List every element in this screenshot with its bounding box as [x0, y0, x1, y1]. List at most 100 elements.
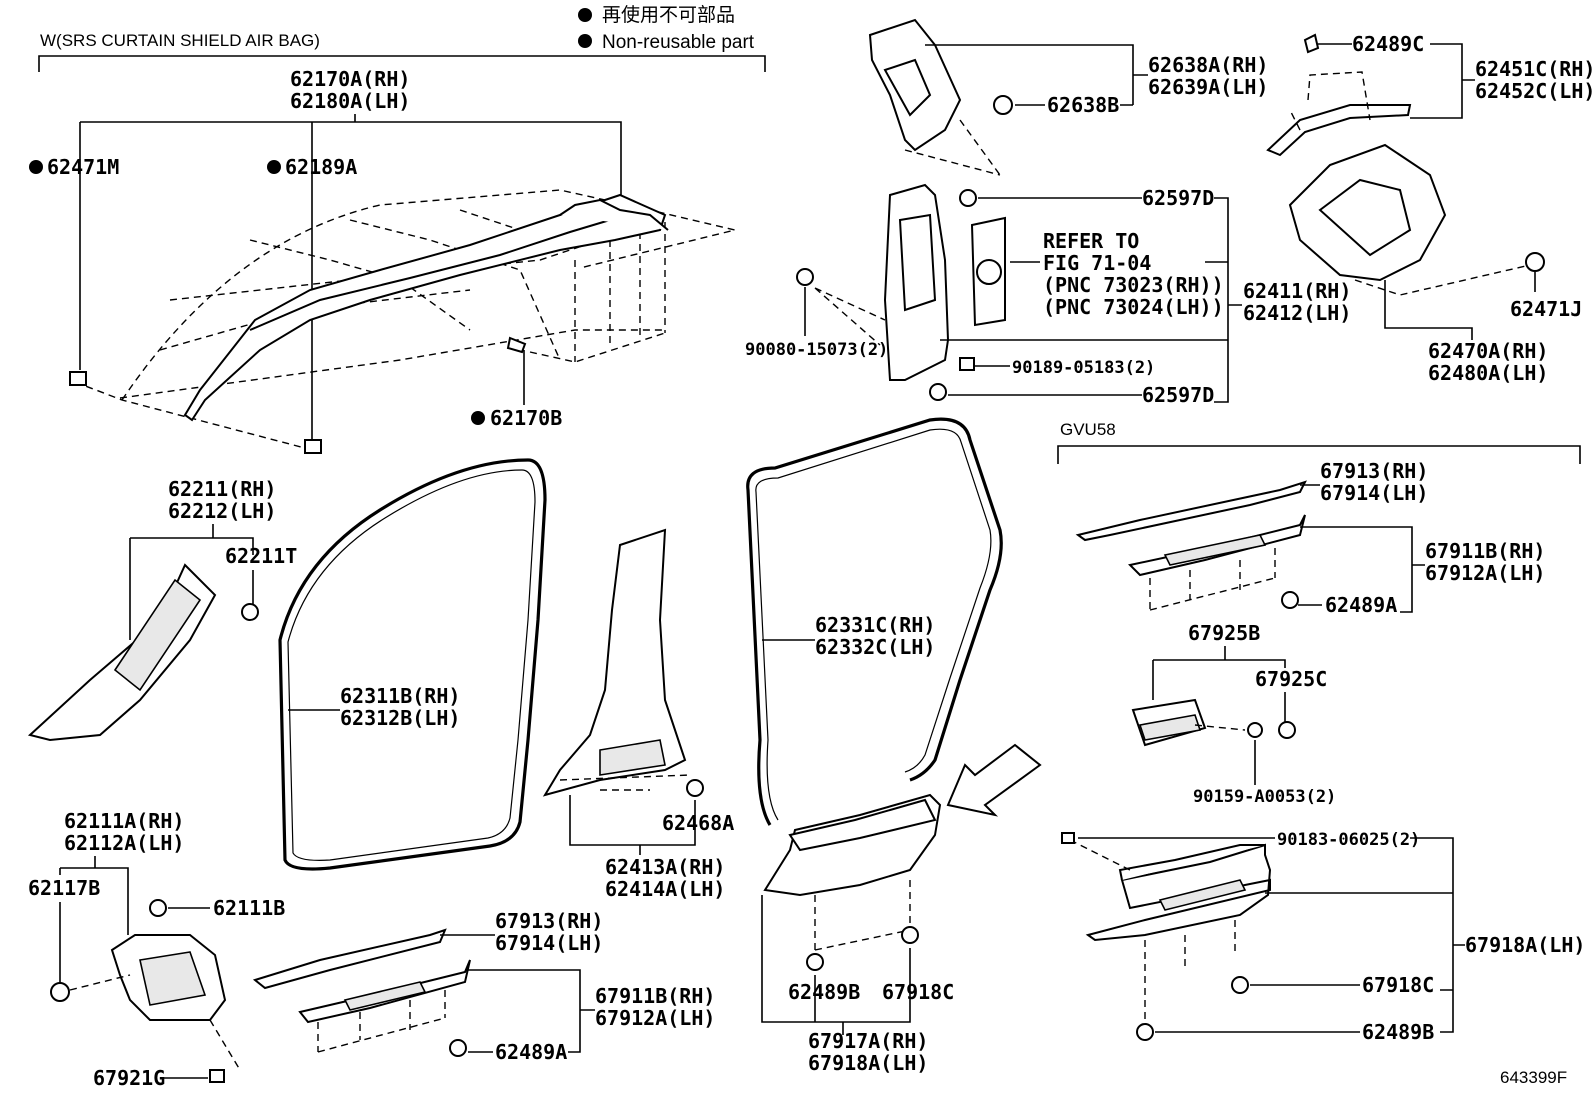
leader-67917A	[761, 895, 911, 1035]
direction-arrow	[946, 743, 1042, 817]
label-67912A-lh-r: 67912A(LH)	[1425, 561, 1545, 585]
label-67917A-rh: 67917A(RH)	[808, 1029, 928, 1053]
legend-jp: 再使用不可部品	[602, 4, 735, 26]
section-airbag-bracket	[38, 55, 766, 72]
kick-panel-drawing	[50, 899, 241, 1083]
legend-en: Non-reusable part	[602, 32, 755, 53]
label-62489A-r: 62489A	[1325, 593, 1397, 617]
label-62471J: 62471J	[1510, 297, 1582, 321]
label-refer-3: (PNC 73023(RH))	[1043, 273, 1224, 297]
label-62489A-l: 62489A	[495, 1040, 567, 1064]
label-90189: 90189-05183(2)	[1012, 358, 1155, 378]
leader-62170A	[79, 114, 622, 445]
leader-62638A	[925, 44, 1148, 105]
label-62414A-lh: 62414A(LH)	[605, 877, 725, 901]
label-67914-lh-l: 67914(LH)	[495, 931, 603, 955]
scuff-plate-right-drawing	[1075, 480, 1307, 611]
label-90183: 90183-06025(2)	[1277, 830, 1420, 850]
legend-bullet-en	[578, 34, 592, 48]
label-67911B-rh-l: 67911B(RH)	[595, 984, 715, 1008]
leader-67911B-l	[465, 969, 595, 1053]
leader-62211	[129, 524, 254, 640]
label-62331C-rh: 62331C(RH)	[815, 613, 935, 637]
label-62180A-lh: 62180A(LH)	[290, 89, 410, 113]
label-62312B-lh: 62312B(LH)	[340, 706, 460, 730]
label-67918C-c: 67918C	[882, 980, 954, 1004]
center-pillar-lower-trim-drawing	[542, 528, 704, 797]
leader-67925B	[1152, 646, 1286, 700]
label-67911B-rh-r: 67911B(RH)	[1425, 539, 1545, 563]
label-62211-rh: 62211(RH)	[168, 477, 276, 501]
pillar-trim-62638A-drawing	[868, 18, 1013, 176]
leader-62411	[940, 197, 1242, 403]
label-67918C-r: 67918C	[1362, 973, 1434, 997]
label-62111B: 62111B	[213, 896, 285, 920]
label-90080: 90080-15073(2)	[745, 340, 888, 360]
label-67918A-lh-r: 67918A(LH)	[1465, 933, 1585, 957]
rear-scuff-plate-center-drawing	[763, 793, 942, 971]
label-refer-2: FIG 71-04	[1043, 251, 1151, 275]
label-67925B: 67925B	[1188, 621, 1260, 645]
label-67925C: 67925C	[1255, 667, 1327, 691]
section-airbag-title: W(SRS CURTAIN SHIELD AIR BAG)	[40, 31, 320, 50]
label-62489C: 62489C	[1352, 32, 1424, 56]
label-62211T: 62211T	[225, 544, 297, 568]
nonreusable-bullet-62170B	[471, 411, 485, 425]
figure-id: 643399F	[1500, 1068, 1567, 1087]
leader-67918A-r	[1265, 837, 1465, 1033]
label-62170B: 62170B	[490, 406, 562, 430]
label-62471M: 62471M	[47, 155, 119, 179]
leader-62111A	[59, 856, 129, 935]
label-62597D-bot: 62597D	[1142, 383, 1214, 407]
leader-62451C	[1410, 43, 1475, 119]
label-62117B: 62117B	[28, 876, 100, 900]
label-62480A-lh: 62480A(LH)	[1428, 361, 1548, 385]
label-67914-lh-r: 67914(LH)	[1320, 481, 1428, 505]
label-62212-lh: 62212(LH)	[168, 499, 276, 523]
bracket-67925B-drawing	[1131, 698, 1296, 747]
label-62311B-rh: 62311B(RH)	[340, 684, 460, 708]
label-67921G: 67921G	[93, 1066, 165, 1090]
label-62189A: 62189A	[285, 155, 357, 179]
label-refer-1: REFER TO	[1043, 229, 1139, 253]
label-62489B-c: 62489B	[788, 980, 860, 1004]
quarter-trim-62451C-drawing	[1266, 33, 1545, 296]
label-62468A: 62468A	[662, 811, 734, 835]
label-62112A-lh: 62112A(LH)	[64, 831, 184, 855]
label-62111A-rh: 62111A(RH)	[64, 809, 184, 833]
label-62411-rh: 62411(RH)	[1243, 279, 1351, 303]
leader-67911B-r	[1300, 526, 1425, 613]
section-gvu58-title: GVU58	[1060, 420, 1116, 439]
front-door-weatherstrip-drawing	[278, 458, 547, 871]
label-67913-rh-l: 67913(RH)	[495, 909, 603, 933]
scuff-plate-left-drawing	[252, 928, 471, 1057]
label-62638B: 62638B	[1047, 93, 1119, 117]
label-62470A-rh: 62470A(RH)	[1428, 339, 1548, 363]
curtain-airbag-drawing	[69, 189, 736, 454]
label-62452C-lh: 62452C(LH)	[1475, 79, 1592, 103]
leader-62413A	[569, 795, 696, 855]
label-62489B-r: 62489B	[1362, 1020, 1434, 1044]
section-gvu58-bracket	[1057, 445, 1581, 464]
label-67913-rh-r: 67913(RH)	[1320, 459, 1428, 483]
label-62451C-rh: 62451C(RH)	[1475, 57, 1592, 81]
label-62413A-rh: 62413A(RH)	[605, 855, 725, 879]
label-90159: 90159-A0053(2)	[1193, 787, 1336, 807]
label-62597D-top: 62597D	[1142, 186, 1214, 210]
label-refer-4: (PNC 73024(LH))	[1043, 295, 1224, 319]
nonreusable-bullet-62471M	[29, 160, 43, 174]
a-pillar-trim-drawing	[27, 563, 259, 742]
rear-scuff-plate-right-drawing	[1061, 832, 1272, 1041]
label-62412-lh: 62412(LH)	[1243, 301, 1351, 325]
label-67918A-lh-c: 67918A(LH)	[808, 1051, 928, 1075]
pillar-trim-62411-drawing	[796, 183, 1006, 401]
label-67912A-lh-l: 67912A(LH)	[595, 1006, 715, 1030]
rear-door-weatherstrip-drawing	[746, 417, 1003, 826]
label-62638A-rh: 62638A(RH)	[1148, 53, 1268, 77]
leader-62470A	[1384, 280, 1473, 340]
label-62639A-lh: 62639A(LH)	[1148, 75, 1268, 99]
label-62170A-rh: 62170A(RH)	[290, 67, 410, 91]
nonreusable-bullet-62189A	[267, 160, 281, 174]
label-62332C-lh: 62332C(LH)	[815, 635, 935, 659]
